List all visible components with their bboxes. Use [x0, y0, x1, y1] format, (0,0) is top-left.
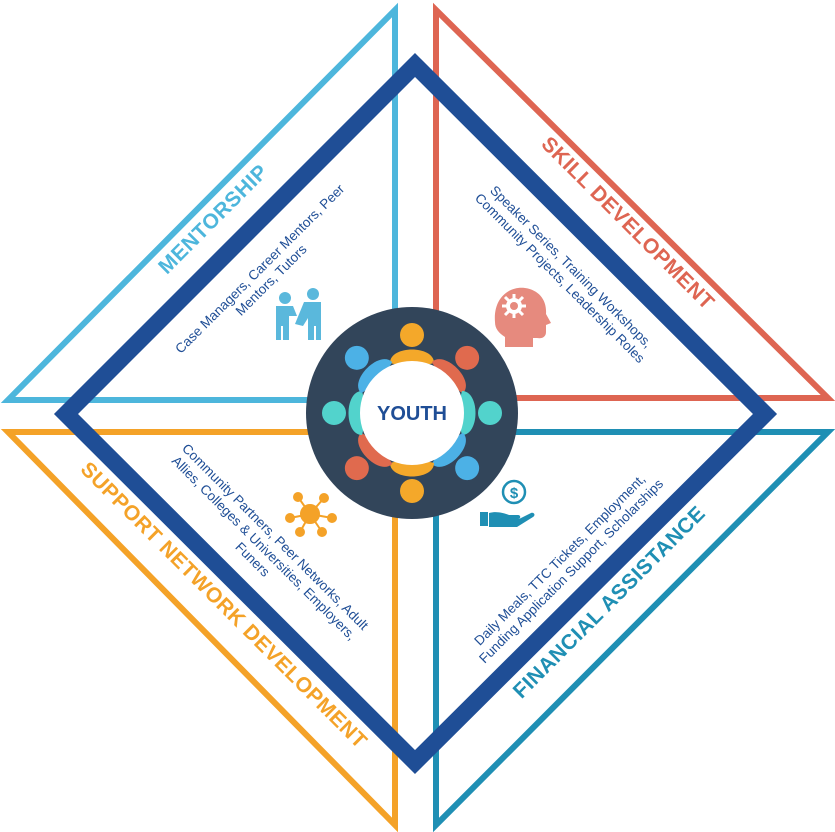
youth-label: YOUTH: [377, 403, 447, 425]
people-ring: [322, 323, 502, 503]
person-figure: [390, 461, 434, 503]
head-gear-icon: [494, 287, 551, 347]
center-white-circle: [360, 361, 464, 465]
person-figure: [390, 323, 434, 365]
network-nodes-icon: [285, 492, 337, 537]
svg-text:$: $: [510, 485, 519, 502]
center-diamond: [53, 52, 778, 774]
handshake-people-icon: [276, 288, 321, 340]
hand-coin-icon: $: [480, 479, 535, 527]
financial-triangle: [433, 429, 835, 832]
support-triangle: [0, 429, 398, 832]
mentorship-triangle: [0, 2, 398, 403]
person-figure: [322, 391, 364, 435]
skill-triangle: [433, 2, 835, 401]
person-figure: [460, 391, 502, 435]
